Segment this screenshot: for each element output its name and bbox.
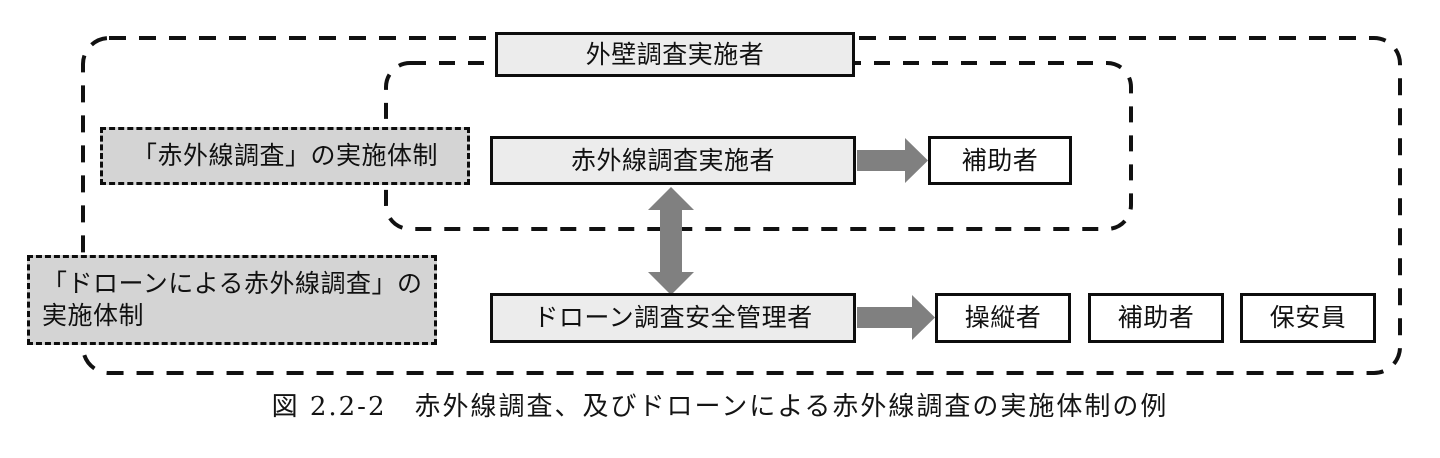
node-drone-assistant-label: 補助者 <box>1117 303 1195 333</box>
group-label-drone-scope: 「ドローンによる赤外線調査」の 実施体制 <box>27 255 437 345</box>
arrow-infrared-to-assistant-icon <box>857 138 928 183</box>
arrow-drone-manager-to-pilot-icon <box>857 295 935 340</box>
node-infrared-inspector: 赤外線調査実施者 <box>490 136 856 185</box>
node-drone-pilot-label: 操縦者 <box>964 303 1042 333</box>
node-drone-safety-manager: ドローン調査安全管理者 <box>490 293 856 343</box>
node-drone-guard-label: 保安員 <box>1269 303 1347 333</box>
node-infrared-assistant-label: 補助者 <box>961 145 1039 175</box>
group-label-infrared-scope-text: 「赤外線調査」の実施体制 <box>131 141 438 170</box>
node-infrared-inspector-label: 赤外線調査実施者 <box>570 145 775 175</box>
node-infrared-assistant: 補助者 <box>928 136 1072 185</box>
node-drone-guard: 保安員 <box>1240 293 1376 343</box>
arrow-infrared-to-drone-manager-icon <box>648 187 694 295</box>
group-label-infrared-scope: 「赤外線調査」の実施体制 <box>100 127 470 185</box>
figure-caption: 図 2.2-2 赤外線調査、及びドローンによる赤外線調査の実施体制の例 <box>271 392 1169 422</box>
node-drone-assistant: 補助者 <box>1088 293 1224 343</box>
node-drone-safety-manager-label: ドローン調査安全管理者 <box>533 303 813 333</box>
group-label-drone-scope-line2: 実施体制 <box>42 301 145 330</box>
node-exterior-wall-inspector: 外壁調査実施者 <box>495 32 855 77</box>
node-drone-pilot: 操縦者 <box>935 293 1071 343</box>
group-label-drone-scope-line1: 「ドローンによる赤外線調査」の <box>42 269 423 298</box>
node-exterior-wall-inspector-label: 外壁調査実施者 <box>585 39 765 69</box>
